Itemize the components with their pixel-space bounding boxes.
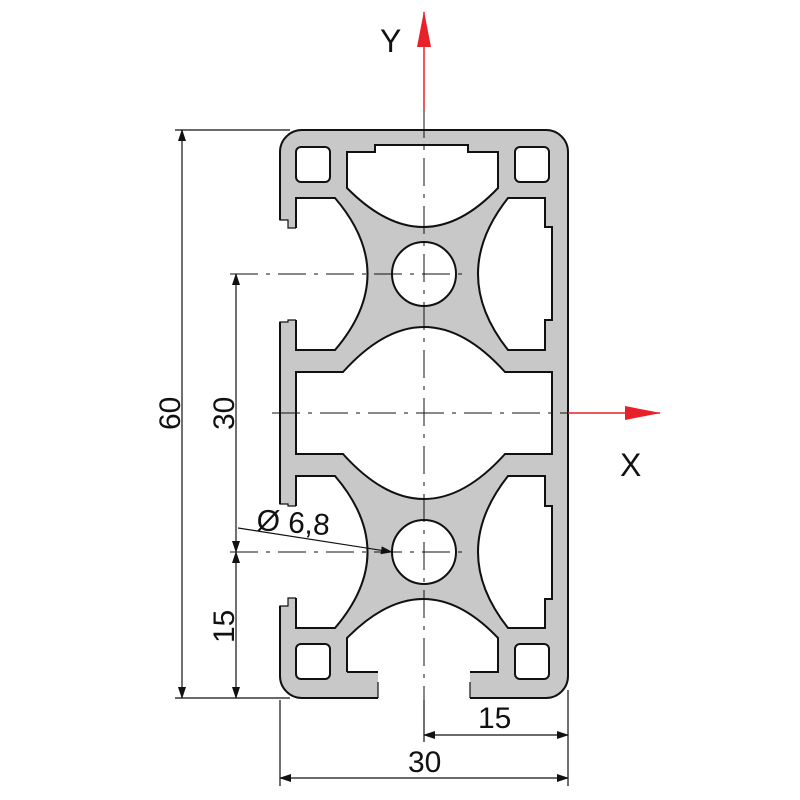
dimension-15-vertical: 15: [208, 551, 241, 699]
dimension-15-horizontal: 15: [423, 702, 569, 739]
x-axis: X: [568, 406, 661, 483]
lower-cavities: [295, 475, 553, 680]
svg-text:60: 60: [154, 397, 187, 430]
aluminium-profile: [276, 129, 569, 702]
dimension-hole-diameter: Ø 6,8: [237, 504, 393, 555]
svg-text:15: 15: [478, 702, 511, 735]
x-axis-label: X: [620, 447, 641, 483]
dimension-60: 60: [154, 129, 187, 699]
dimension-30-horizontal: 30: [279, 746, 569, 782]
svg-text:Ø 6,8: Ø 6,8: [256, 504, 331, 542]
left-slot-upper: [276, 220, 296, 322]
svg-text:30: 30: [408, 746, 441, 779]
svg-text:30: 30: [208, 397, 241, 430]
left-slot-lower: [276, 504, 296, 606]
y-axis-label: Y: [380, 23, 401, 59]
y-axis: Y: [380, 11, 431, 110]
center-lines: [230, 110, 568, 700]
svg-text:15: 15: [208, 610, 241, 643]
dimension-30-vertical: 30: [208, 273, 241, 553]
upper-cavities: [295, 144, 553, 351]
